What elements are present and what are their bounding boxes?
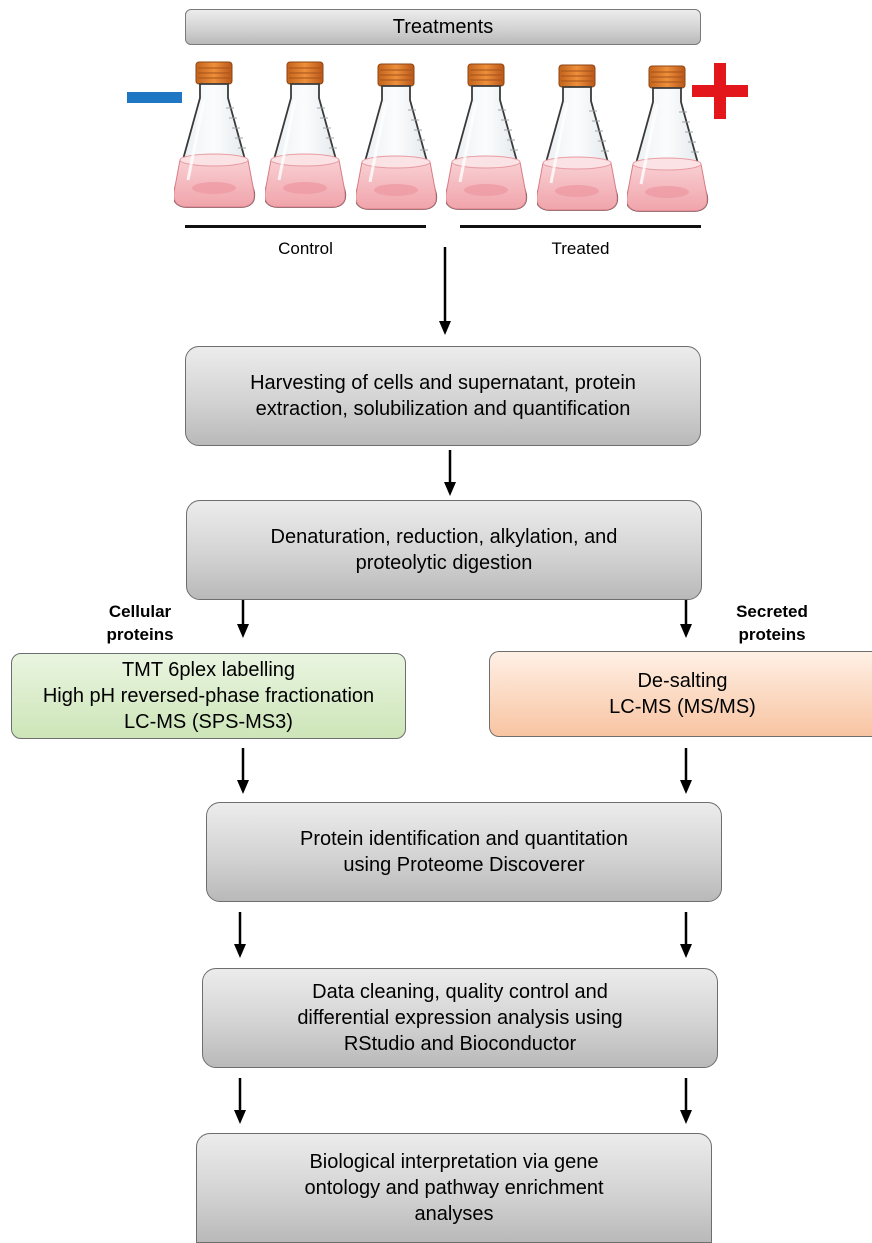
control-label: Control	[278, 239, 333, 258]
minus-sign-icon	[127, 92, 182, 103]
treated-label: Treated	[551, 239, 610, 258]
digest-line-2: proteolytic digestion	[355, 552, 533, 574]
arrow-right-to-interpret	[680, 1078, 692, 1124]
arrow-left-to-interpret	[234, 1078, 246, 1124]
cellular-proteins-title: Cellular proteins	[80, 600, 200, 646]
treated-flask-2-icon	[537, 63, 619, 212]
harvest-line-1: Harvesting of cells and supernatant, pro…	[250, 372, 636, 394]
control-group-bar	[185, 225, 426, 228]
secreted-line-1: De-salting	[637, 670, 728, 692]
cellular-workflow-box: TMT 6plex labelling High pH reversed-pha…	[11, 653, 406, 739]
secreted-title-2: proteins	[738, 625, 806, 644]
arrow-secreted-to-identify	[680, 748, 692, 794]
data-cleaning-step-box: Data cleaning, quality control and diffe…	[202, 968, 718, 1068]
plus-sign-icon	[692, 63, 748, 119]
digestion-step-box: Denaturation, reduction, alkylation, and…	[186, 500, 702, 600]
arrow-right-to-clean	[680, 912, 692, 958]
harvest-line-2: extraction, solubilization and quantific…	[255, 398, 631, 420]
treated-flask-1-icon	[446, 62, 528, 211]
control-flask-1-icon	[174, 60, 256, 209]
clean-line-3: RStudio and Bioconductor	[343, 1033, 577, 1055]
interpret-line-2: ontology and pathway enrichment	[304, 1177, 604, 1199]
interpretation-step-box: Biological interpretation via gene ontol…	[196, 1133, 712, 1243]
interpret-line-3: analyses	[414, 1203, 494, 1225]
secreted-title-1: Secreted	[736, 602, 808, 621]
harvest-step-box: Harvesting of cells and supernatant, pro…	[185, 346, 701, 446]
arrow-cellular-to-identify	[237, 748, 249, 794]
digest-line-1: Denaturation, reduction, alkylation, and	[270, 526, 618, 548]
clean-line-1: Data cleaning, quality control and	[312, 981, 608, 1003]
arrow-to-secreted	[680, 600, 692, 638]
control-flask-2-icon	[265, 60, 347, 209]
treatments-title: Treatments	[392, 16, 494, 38]
cellular-title-1: Cellular	[108, 602, 172, 621]
treatments-title-box: Treatments	[185, 9, 701, 45]
cellular-line-3: LC-MS (SPS-MS3)	[124, 711, 293, 733]
cellular-title-2: proteins	[106, 625, 174, 644]
control-flask-3-icon	[356, 62, 438, 211]
identification-step-box: Protein identification and quantitation …	[206, 802, 722, 902]
identify-line-2: using Proteome Discoverer	[343, 854, 585, 876]
treated-group-bar	[460, 225, 701, 228]
secreted-workflow-box: De-salting LC-MS (MS/MS)	[489, 651, 872, 737]
arrow-to-cellular	[237, 600, 249, 638]
interpret-line-1: Biological interpretation via gene	[309, 1151, 599, 1173]
clean-line-2: differential expression analysis using	[297, 1007, 623, 1029]
arrow-to-harvest	[439, 247, 451, 335]
treated-flask-3-icon	[627, 64, 709, 213]
identify-line-1: Protein identification and quantitation	[299, 828, 628, 850]
cellular-line-2: High pH reversed-phase fractionation	[42, 685, 375, 707]
arrow-left-to-clean	[234, 912, 246, 958]
secreted-proteins-title: Secreted proteins	[712, 600, 832, 646]
secreted-line-2: LC-MS (MS/MS)	[609, 696, 756, 718]
arrow-to-digest	[444, 450, 456, 496]
cellular-line-1: TMT 6plex labelling	[121, 659, 296, 681]
